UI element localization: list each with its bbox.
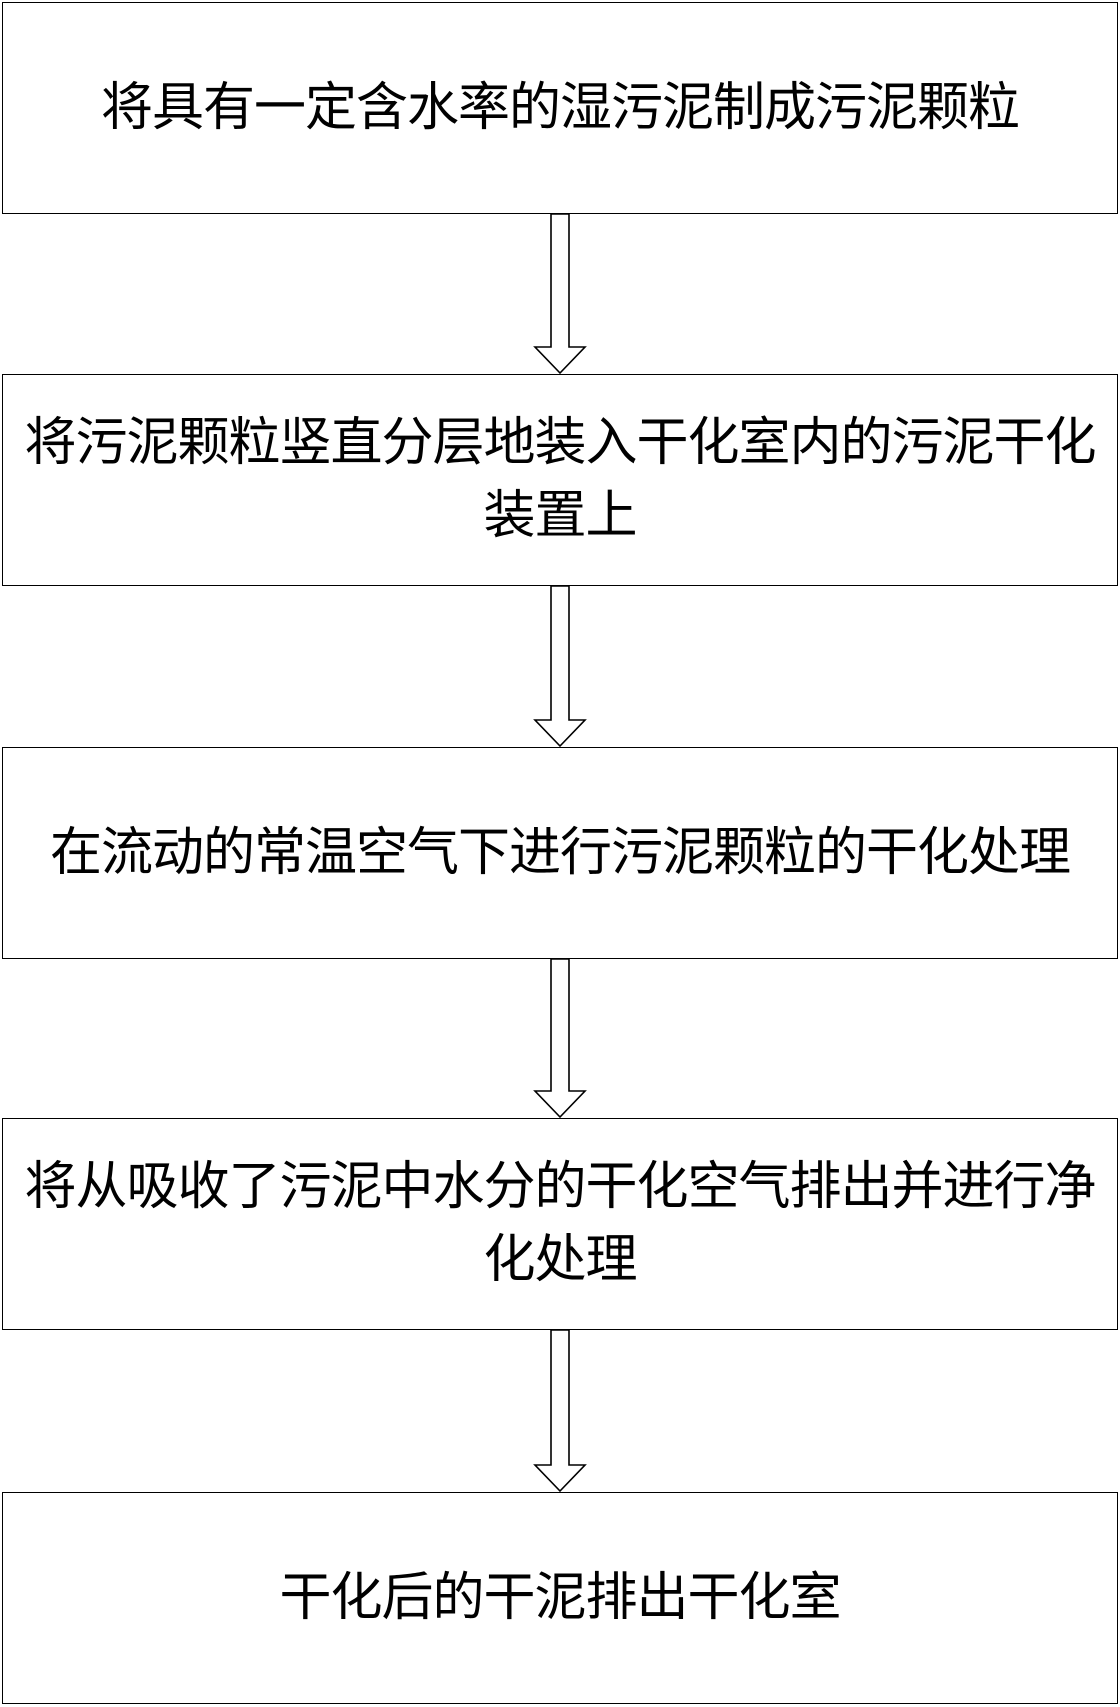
- flow-arrow-2-shape: [533, 585, 587, 748]
- flow-step-5-label: 干化后的干泥排出干化室: [279, 1567, 841, 1628]
- flow-step-4: 将从吸收了污泥中水分的干化空气排出并进行净化处理: [2, 1118, 1118, 1330]
- flow-step-1: 将具有一定含水率的湿污泥制成污泥颗粒: [2, 2, 1118, 214]
- flow-arrow-4: [533, 1329, 587, 1493]
- flow-step-4-label: 将从吸收了污泥中水分的干化空气排出并进行净化处理: [24, 1157, 1096, 1290]
- flow-arrow-3: [533, 958, 587, 1119]
- flow-step-3: 在流动的常温空气下进行污泥颗粒的干化处理: [2, 747, 1118, 959]
- flow-step-1-label: 将具有一定含水率的湿污泥制成污泥颗粒: [100, 77, 1020, 138]
- flow-arrow-2: [533, 585, 587, 748]
- flow-step-2-label: 将污泥颗粒竖直分层地装入干化室内的污泥干化装置上: [24, 413, 1096, 546]
- flow-arrow-4-shape: [533, 1329, 587, 1493]
- flow-arrow-3-shape: [533, 958, 587, 1119]
- flow-step-3-label: 在流动的常温空气下进行污泥颗粒的干化处理: [49, 822, 1071, 883]
- flow-step-2: 将污泥颗粒竖直分层地装入干化室内的污泥干化装置上: [2, 374, 1118, 586]
- flow-arrow-1: [533, 213, 587, 375]
- flow-step-5: 干化后的干泥排出干化室: [2, 1492, 1118, 1704]
- flow-arrow-1-shape: [533, 213, 587, 375]
